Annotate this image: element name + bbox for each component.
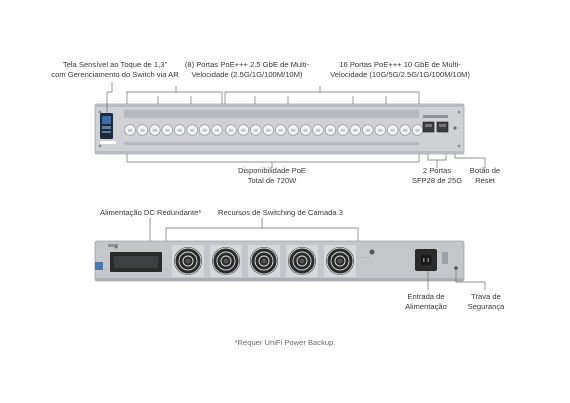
rj45-ports [124, 124, 424, 136]
rj45-port-socket [165, 128, 170, 132]
fan-hub [261, 258, 267, 264]
reset-button [453, 126, 457, 130]
security-lock-slot [454, 266, 458, 270]
rj45-port-socket [353, 128, 358, 132]
fan-hub [223, 258, 229, 264]
rj45-port-socket [315, 128, 321, 132]
power-section: · · · · · · [358, 249, 458, 271]
reset-label-line-1: Botão de [469, 166, 501, 175]
fan-hub [299, 258, 305, 264]
rj45-port-socket [365, 128, 370, 132]
security-lock-label: Trava de Segurança [460, 292, 512, 312]
fan-grille-ring [334, 255, 346, 267]
rj45-port-socket [228, 128, 234, 132]
ports-25g-label-line-2: Velocidade (2.5G/1G/100M/10M) [191, 70, 303, 79]
rj45-port-socket [214, 128, 220, 132]
fan-grille-ring [292, 251, 312, 271]
security-lock-label-line-1: Trava de [471, 292, 501, 301]
reset-label-line-2: Reset [475, 176, 495, 185]
security-lock-label-line-2: Segurança [467, 302, 505, 311]
sfp-label-line-1: 2 Portas [422, 166, 452, 175]
ports-25g-label-line-1: (8) Portas PoE+++ 2.5 GbE de Multi- [184, 60, 310, 69]
ports-10g-label: 16 Portas PoE+++ 10 GbE de Multi- Veloci… [320, 60, 480, 80]
ports-10g-label-line-1: 16 Portas PoE+++ 10 GbE de Multi- [339, 60, 461, 69]
fan-hub [337, 258, 343, 264]
sfp-label-line-2: SFP28 de 25G [411, 176, 463, 185]
rj45-port-socket [378, 128, 383, 132]
rj45-port-socket [190, 128, 195, 132]
rj45-port-socket [241, 128, 246, 132]
touchscreen-label-line-2: com Gerenciamento do Switch via AR [51, 70, 179, 79]
sfp-ports [422, 115, 449, 133]
fan-grille-ring [212, 247, 240, 275]
sfp-label: 2 Portas SFP28 de 25G [400, 166, 474, 186]
rj45-port-socket [415, 128, 420, 132]
fan-grille-ring [288, 247, 316, 275]
rj45-port-socket [303, 128, 308, 132]
rj45-port-socket [278, 128, 283, 132]
fan-grille-ring [296, 255, 308, 267]
fan-grille-ring [250, 247, 278, 275]
footnote: *Requer UniFi Power Backup. [234, 338, 336, 347]
fan-grille-ring [182, 255, 194, 267]
power-input-label-line-1: Entrada de [407, 292, 445, 301]
rj45-port-socket [152, 128, 158, 132]
rj45-port-socket [140, 128, 145, 132]
fan-grille-ring [220, 255, 232, 267]
fan-grille-ring [216, 251, 236, 271]
poe-label-line-2: Total de 720W [247, 176, 297, 185]
l3-switching-label: Recursos de Switching de Camada 3 [218, 208, 343, 217]
touchscreen-label: Tela Sensível ao Toque de 1,3" com Geren… [40, 60, 190, 80]
fan-grille-ring [178, 251, 198, 271]
ports-10g-label-line-2: Velocidade (10G/5G/2.5G/1G/100M/10M) [330, 70, 470, 79]
rj45-port-socket [402, 128, 408, 132]
rj45-port-socket [202, 128, 207, 132]
svg-text:· · · · · ·: · · · · · · [358, 256, 369, 260]
fan-hub [185, 258, 191, 264]
rj45-port-socket [340, 128, 346, 132]
poe-label: Disponibilidade PoE Total de 720W [212, 166, 332, 186]
fan-grille-ring [330, 251, 350, 271]
fan-grille-ring [258, 255, 270, 267]
rj45-port-socket [253, 128, 258, 132]
poe-label-line-1: Disponibilidade PoE [238, 166, 306, 175]
fan-grille-ring [326, 247, 354, 275]
cooling-fans [172, 245, 356, 277]
dc-power-label: Alimentação DC Redundante* [100, 208, 202, 217]
fan-grille-ring [174, 247, 202, 275]
reset-label: Botão de Reset [462, 166, 508, 186]
rj45-port-socket [177, 128, 182, 132]
power-input-label: Entrada de Alimentação [396, 292, 456, 312]
fan-grille-ring [254, 251, 274, 271]
rj45-port-socket [328, 128, 333, 132]
rj45-port-socket [127, 128, 133, 132]
rj45-port-socket [266, 128, 271, 132]
touchscreen-label-line-1: Tela Sensível ao Toque de 1,3" [62, 60, 168, 69]
rj45-port-socket [291, 128, 296, 132]
rj45-port-socket [390, 128, 395, 132]
power-input-label-line-2: Alimentação [405, 302, 447, 311]
ports-25g-label: (8) Portas PoE+++ 2.5 GbE de Multi- Velo… [172, 60, 322, 80]
